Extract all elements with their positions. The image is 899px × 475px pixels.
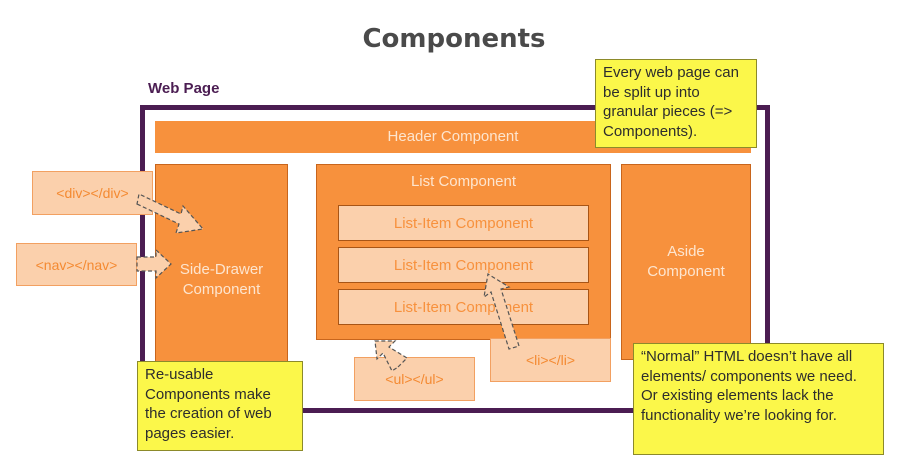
nav-tag-box: <nav></nav>	[16, 243, 137, 286]
li-tag-label: <li></li>	[525, 352, 576, 368]
list-item-label: List-Item Component	[393, 256, 534, 274]
ul-tag-box: <ul></ul>	[354, 357, 475, 401]
note-reusable-components: Re-usable Components make the creation o…	[137, 361, 303, 451]
web-page-label: Web Page	[148, 80, 220, 97]
nav-tag-label: <nav></nav>	[35, 256, 118, 273]
diagram-title: Components	[362, 24, 546, 54]
header-component-label: Header Component	[387, 127, 519, 145]
list-item-label: List-Item Component	[393, 214, 534, 232]
li-tag-box: <li></li>	[490, 338, 611, 382]
note-normal-html: “Normal” HTML doesn’t have all elements/…	[633, 343, 884, 455]
list-item-component-2: List-Item Component	[338, 247, 589, 283]
list-item-component-1: List-Item Component	[338, 205, 589, 241]
list-item-label: List-Item Component	[393, 298, 534, 316]
note-split-text: Every web page can be split up into gran…	[603, 64, 739, 140]
div-tag-box: <div></div>	[32, 171, 153, 215]
div-tag-label: <div></div>	[56, 185, 129, 201]
note-normal-html-text: “Normal” HTML doesn’t have all elements/…	[641, 348, 857, 424]
note-reusable-text: Re-usable Components make the creation o…	[145, 366, 272, 442]
note-split-into-components: Every web page can be split up into gran…	[595, 59, 757, 148]
aside-component: Aside Component	[621, 164, 751, 360]
list-component-label: List Component	[410, 173, 517, 190]
aside-component-label: Aside Component	[647, 242, 725, 280]
ul-tag-label: <ul></ul>	[385, 371, 444, 387]
side-drawer-component-label: Side-Drawer Component	[179, 260, 264, 298]
list-item-component-3: List-Item Component	[338, 289, 589, 325]
